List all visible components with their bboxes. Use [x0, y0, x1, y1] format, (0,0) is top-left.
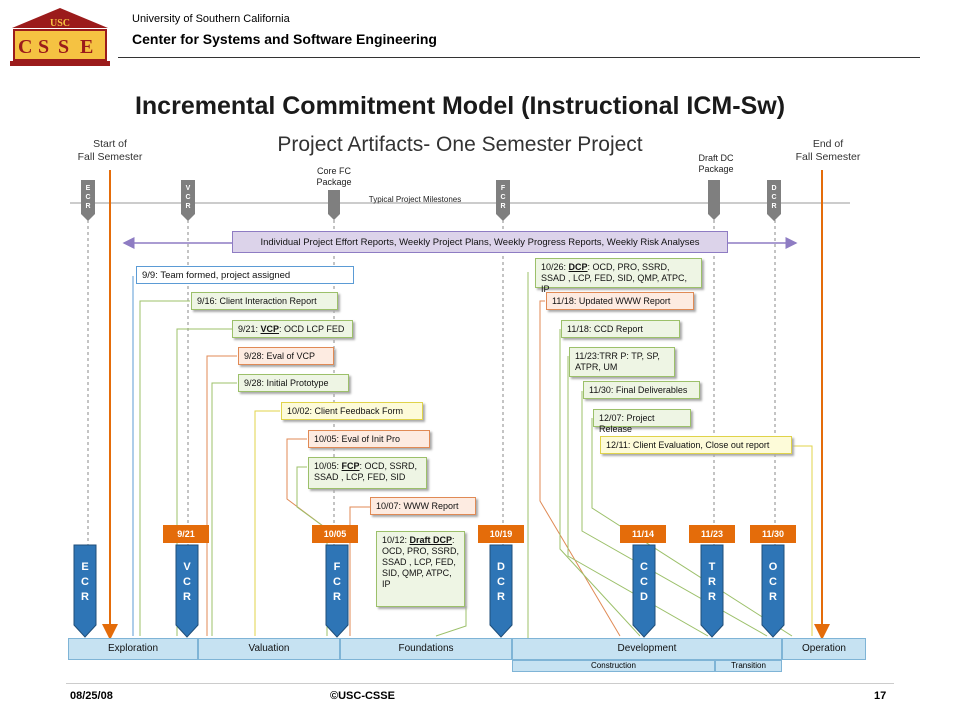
svg-text:V: V: [186, 185, 191, 192]
dcr-marker: D C R: [497, 561, 505, 603]
svg-text:R: R: [185, 203, 190, 210]
svg-text:C: C: [85, 194, 90, 201]
phase-exploration: Exploration: [68, 638, 198, 660]
dcp-contents: : OCD, PRO, SSRD, SSAD , LCP, FED, SID, …: [541, 262, 688, 294]
subphase-construction: Construction: [512, 660, 715, 672]
svg-text:S: S: [38, 36, 49, 58]
date-trr: 11/23: [689, 525, 735, 543]
artifact-vcp: 9/21: VCP: OCD LCP FED: [232, 320, 353, 338]
date-fcr: 10/05: [312, 525, 358, 543]
svg-text:USC: USC: [50, 18, 70, 29]
vcp-term: VCP: [260, 324, 280, 334]
svg-text:C: C: [185, 194, 190, 201]
svg-text:E: E: [80, 36, 93, 58]
artifact-draft-dcp: 10/12: Draft DCP: OCD, PRO, SSRD, SSAD ,…: [376, 531, 465, 607]
svg-text:S: S: [58, 36, 69, 58]
date-ccd: 11/14: [620, 525, 666, 543]
vcp-contents: : OCD LCP FED: [279, 324, 345, 334]
date-ocr: 11/30: [750, 525, 796, 543]
footer-copyright: ©USC-CSSE: [330, 690, 395, 702]
artifact-client-interaction-report: 9/16: Client Interaction Report: [191, 292, 338, 310]
svg-text:C: C: [771, 194, 776, 201]
slide-title: Incremental Commitment Model (Instructio…: [134, 92, 786, 120]
draft-dc-package-label: Draft DC Package: [698, 153, 734, 174]
artifact-eval-vcp: 9/28: Eval of VCP: [238, 347, 334, 365]
ccd-marker: C C D: [640, 561, 648, 603]
fcp-term: FCP: [341, 461, 360, 471]
artifact-client-feedback-form: 10/02: Client Feedback Form: [281, 402, 423, 420]
artifact-trr-package: 11/23:TRR P: TP, SP, ATPR, UM: [569, 347, 675, 377]
phase-operation: Operation: [782, 638, 866, 660]
fcr-marker: F C R: [333, 561, 341, 603]
svg-text:C: C: [18, 36, 32, 58]
university-name: University of Southern California: [132, 13, 290, 25]
artifact-team-formed: 9/9: Team formed, project assigned: [136, 266, 354, 284]
artifact-dcp: 10/26: DCP: OCD, PRO, SSRD, SSAD , LCP, …: [535, 258, 702, 294]
svg-text:E: E: [86, 185, 91, 192]
vcp-date: 9/21:: [238, 324, 261, 334]
artifact-final-deliverables: 11/30: Final Deliverables: [583, 381, 700, 399]
artifact-eval-init-pro: 10/05: Eval of Init Pro: [308, 430, 430, 448]
ocr-marker: O C R: [768, 561, 778, 603]
fcp-contents: : OCD, SSRD, SSAD , LCP, FED, SID: [314, 461, 418, 482]
phase-valuation: Valuation: [198, 638, 340, 660]
trr-marker: T R R: [708, 561, 716, 603]
page-number: 17: [874, 690, 887, 702]
artifact-www-report: 10/07: WWW Report: [370, 497, 476, 515]
vcr-marker: V C R: [183, 561, 191, 603]
footer-date: 08/25/08: [70, 690, 113, 702]
draft-dcp-contents: : OCD, PRO, SSRD, SSAD , LCP, FED, SID, …: [382, 535, 460, 589]
artifact-client-evaluation: 12/11: Client Evaluation, Close out repo…: [600, 436, 792, 454]
artifact-ccd-report: 11/18: CCD Report: [561, 320, 680, 338]
ecr-marker: E C R: [81, 561, 89, 603]
start-of-semester-label: Start of Fall Semester: [77, 138, 143, 163]
svg-text:C: C: [500, 194, 505, 201]
milestones-label: Typical Project Milestones: [368, 195, 462, 204]
slide-subtitle: Project Artifacts- One Semester Project: [277, 133, 643, 156]
artifact-updated-www-report: 11/18: Updated WWW Report: [546, 292, 694, 310]
dcp-term: DCP: [568, 262, 588, 272]
svg-text:R: R: [500, 203, 505, 210]
draft-dcp-term: Draft DCP: [409, 535, 453, 545]
end-of-semester-label: End of Fall Semester: [795, 138, 861, 163]
svg-text:R: R: [771, 203, 776, 210]
svg-text:D: D: [771, 185, 776, 192]
date-vcr: 9/21: [163, 525, 209, 543]
phase-foundations: Foundations: [340, 638, 512, 660]
svg-text:F: F: [501, 185, 506, 192]
center-name: Center for Systems and Software Engineer…: [132, 31, 437, 47]
artifact-project-release: 12/07: Project Release: [593, 409, 691, 434]
core-fc-package-label: Core FC Package: [316, 166, 352, 187]
artifact-fcp: 10/05: FCP: OCD, SSRD, SSAD , LCP, FED, …: [308, 457, 427, 489]
draft-dcp-date: 10/12:: [382, 535, 410, 545]
date-dcr: 10/19: [478, 525, 524, 543]
svg-text:R: R: [85, 203, 90, 210]
artifact-initial-prototype: 9/28: Initial Prototype: [238, 374, 349, 392]
header-divider: [118, 57, 920, 58]
subphase-transition: Transition: [715, 660, 782, 672]
fcp-date: 10/05:: [314, 461, 342, 471]
dcp-date: 10/26:: [541, 262, 569, 272]
effort-reports-bar: Individual Project Effort Reports, Weekl…: [232, 231, 728, 253]
footer-divider: [66, 683, 894, 684]
phase-development: Development: [512, 638, 782, 660]
